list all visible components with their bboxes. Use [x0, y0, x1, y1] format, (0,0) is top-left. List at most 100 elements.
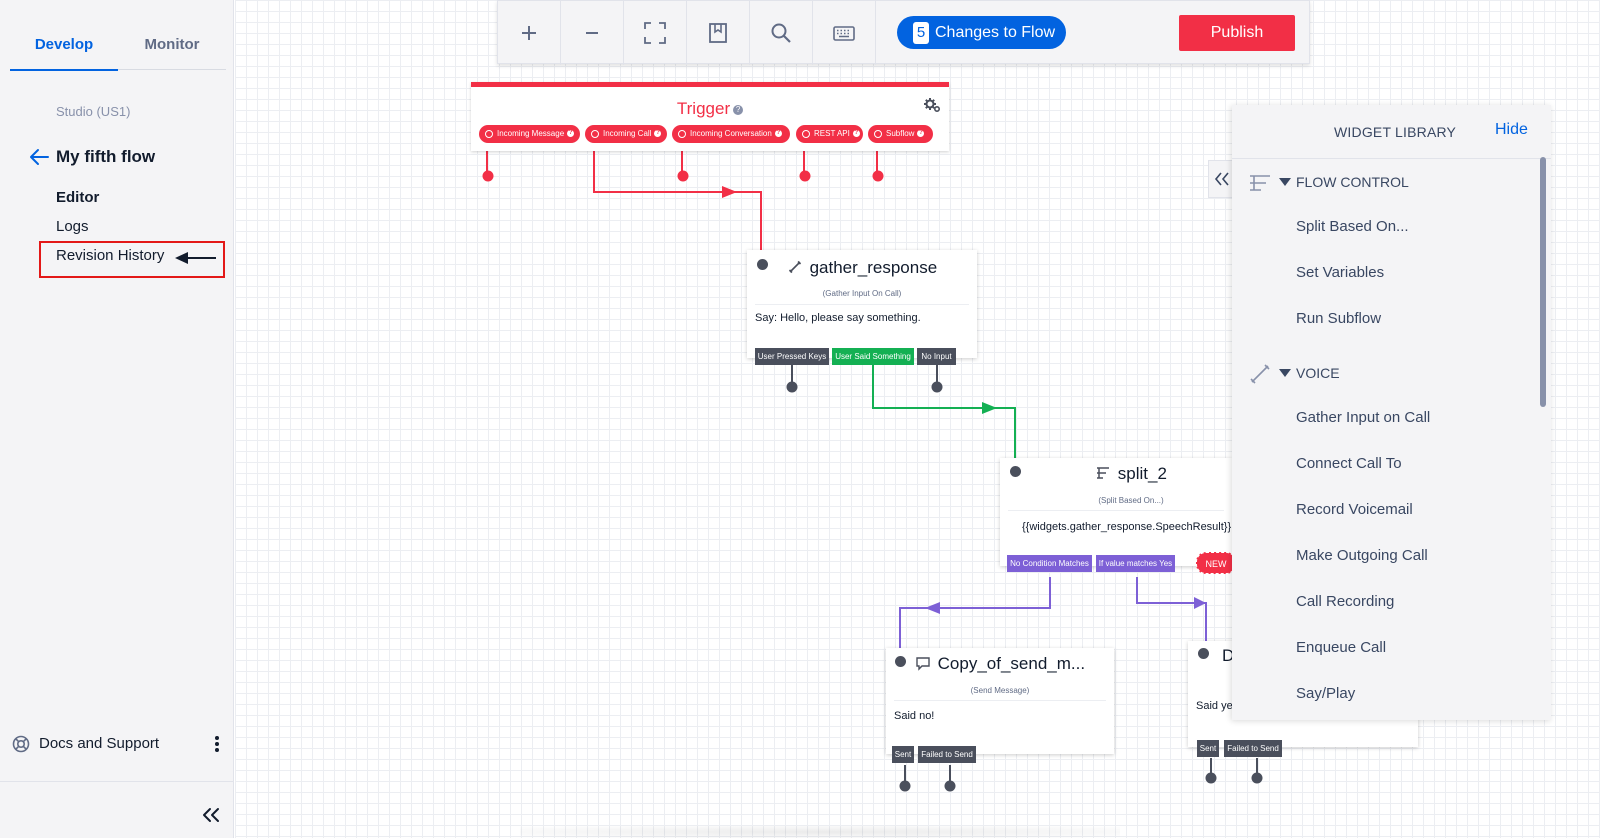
- widget-title: split_2: [1015, 464, 1247, 484]
- category-label: VOICE: [1296, 365, 1340, 381]
- flow-control-icon: [1250, 175, 1270, 191]
- trigger-widget[interactable]: Trigger? Incoming Message? Incoming Call…: [471, 82, 949, 151]
- collapse-sidebar-icon[interactable]: [200, 806, 222, 824]
- widget-divider: [894, 700, 1106, 701]
- input-port[interactable]: [1198, 648, 1209, 659]
- caret-down-icon: [1279, 178, 1291, 186]
- docs-and-support[interactable]: Docs and Support: [12, 734, 222, 756]
- library-item-record-voicemail[interactable]: Record Voicemail: [1296, 501, 1413, 518]
- tab-develop[interactable]: Develop: [10, 34, 118, 71]
- library-item-say-play[interactable]: Say/Play: [1296, 685, 1356, 702]
- nav-editor[interactable]: Editor: [56, 189, 100, 206]
- widget-type: (Gather Input On Call): [822, 289, 902, 298]
- message-icon: [916, 657, 930, 671]
- category-label: FLOW CONTROL: [1296, 174, 1409, 190]
- fit-screen-icon: [644, 22, 666, 44]
- tab-monitor[interactable]: Monitor: [144, 36, 200, 53]
- library-item-enqueue-call[interactable]: Enqueue Call: [1296, 639, 1387, 656]
- category-flow-control[interactable]: FLOW CONTROL: [1232, 168, 1551, 198]
- trigger-title: Trigger?: [471, 99, 949, 119]
- transition-if-value-matches-yes[interactable]: If value matches Yes: [1096, 555, 1175, 572]
- split-icon: [1097, 467, 1110, 479]
- phone-icon: [788, 260, 801, 274]
- library-item-gather-input-on-call[interactable]: Gather Input on Call: [1296, 409, 1431, 426]
- library-item-split-based-on[interactable]: Split Based On...: [1296, 218, 1409, 235]
- phone-icon: [1250, 364, 1270, 384]
- trigger-incoming-call[interactable]: Incoming Call?: [585, 125, 667, 143]
- double-chevron-left-icon: [1214, 172, 1229, 186]
- widget-title: gather_response: [747, 258, 977, 278]
- zoom-out-icon: [586, 32, 598, 34]
- bookmark-icon: [709, 23, 727, 43]
- account-label: Studio (US1): [56, 104, 131, 119]
- canvas-scroll-shadow: [520, 826, 1120, 838]
- transition-user-said-something[interactable]: User Said Something: [832, 348, 914, 365]
- flow-name: My fifth flow: [56, 147, 156, 166]
- annotation-highlight-box: [39, 241, 225, 278]
- trigger-incoming-message[interactable]: Incoming Message?: [479, 125, 580, 143]
- widget-type: (Split Based On...): [1098, 496, 1164, 505]
- library-item-make-outgoing-call[interactable]: Make Outgoing Call: [1296, 547, 1428, 564]
- library-item-connect-call-to[interactable]: Connect Call To: [1296, 455, 1402, 472]
- widget-body: Said no!: [894, 710, 935, 722]
- sidebar-tabs: Develop Monitor: [10, 34, 226, 71]
- input-port[interactable]: [1010, 466, 1021, 477]
- library-item-set-variables[interactable]: Set Variables: [1296, 264, 1385, 281]
- library-item-run-subflow[interactable]: Run Subflow: [1296, 310, 1382, 327]
- split-widget[interactable]: split_2 (Split Based On...) {{widgets.ga…: [1000, 458, 1232, 566]
- library-header: WIDGET LIBRARY Hide: [1232, 105, 1551, 159]
- new-transition-button[interactable]: NEW: [1196, 552, 1236, 574]
- widget-body: Said ye: [1196, 700, 1233, 712]
- transition-sent[interactable]: Sent: [892, 746, 914, 763]
- transition-sent[interactable]: Sent: [1197, 740, 1219, 757]
- zoom-in-icon: [522, 26, 536, 40]
- trigger-subflow[interactable]: Subflow?: [868, 125, 933, 143]
- widget-body: {{widgets.gather_response.SpeechResult}}: [1022, 521, 1232, 533]
- canvas-toolbar: 5 Changes to Flow Publish: [497, 0, 1310, 65]
- transition-no-condition-matches[interactable]: No Condition Matches: [1007, 555, 1092, 572]
- sidebar-divider: [0, 781, 234, 782]
- more-options-icon[interactable]: [212, 734, 222, 754]
- widget-divider: [755, 304, 969, 305]
- gear-icon[interactable]: [923, 96, 941, 114]
- lifebuoy-icon: [12, 735, 30, 753]
- library-item-call-recording[interactable]: Call Recording: [1296, 593, 1395, 610]
- hide-library-link[interactable]: Hide: [1495, 121, 1528, 138]
- copy-of-send-message-widget[interactable]: Copy_of_send_m... (Send Message) Said no…: [886, 648, 1114, 754]
- nav-revision-history[interactable]: Revision History: [56, 247, 165, 264]
- sidebar: Develop Monitor Studio (US1) My fifth fl…: [0, 0, 234, 838]
- bookmark-button[interactable]: [687, 1, 750, 65]
- trigger-incoming-conversation[interactable]: Incoming Conversation?: [672, 125, 790, 143]
- docs-label: Docs and Support: [39, 735, 160, 752]
- transition-user-pressed-keys[interactable]: User Pressed Keys: [755, 348, 829, 365]
- library-scrollbar[interactable]: [1540, 157, 1546, 407]
- zoom-out-button[interactable]: [561, 1, 624, 65]
- collapse-library-button[interactable]: [1208, 160, 1235, 198]
- search-button[interactable]: [750, 1, 813, 65]
- keyboard-icon: [833, 26, 855, 41]
- caret-down-icon: [1279, 369, 1291, 377]
- transition-no-input[interactable]: No Input: [917, 348, 956, 365]
- nav-logs[interactable]: Logs: [56, 218, 89, 235]
- changes-to-flow-button[interactable]: 5 Changes to Flow: [897, 16, 1066, 49]
- help-icon: ?: [733, 104, 744, 115]
- input-port[interactable]: [757, 259, 768, 270]
- library-title: WIDGET LIBRARY: [1334, 124, 1457, 140]
- back-arrow-icon[interactable]: [28, 148, 50, 166]
- widget-title: Copy_of_send_m...: [886, 654, 1114, 674]
- transition-failed-to-send[interactable]: Failed to Send: [1224, 740, 1282, 757]
- changes-count-badge: 5: [913, 21, 929, 44]
- input-port[interactable]: [895, 656, 906, 667]
- widget-body: Say: Hello, please say something.: [755, 312, 921, 324]
- zoom-in-button[interactable]: [498, 1, 561, 65]
- search-icon: [771, 23, 791, 43]
- publish-button[interactable]: Publish: [1179, 15, 1295, 51]
- keyboard-shortcuts-button[interactable]: [813, 1, 876, 65]
- widget-title: D: [1222, 646, 1235, 665]
- transition-failed-to-send[interactable]: Failed to Send: [918, 746, 976, 763]
- trigger-rest-api[interactable]: REST API?: [796, 125, 863, 143]
- widget-divider: [1008, 510, 1224, 511]
- category-voice[interactable]: VOICE: [1232, 359, 1551, 389]
- fit-screen-button[interactable]: [624, 1, 687, 65]
- gather-response-widget[interactable]: gather_response (Gather Input On Call) S…: [747, 250, 977, 358]
